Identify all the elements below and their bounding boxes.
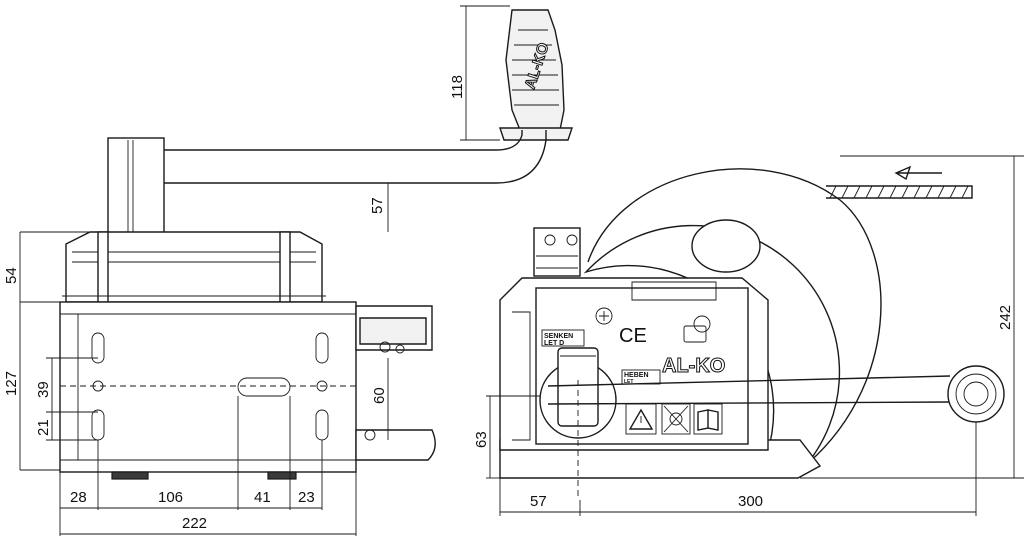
dim-127: 127 xyxy=(3,371,20,396)
dim-60: 60 xyxy=(371,387,388,404)
dim-63: 63 xyxy=(473,431,490,448)
crank-shaft xyxy=(107,137,165,235)
dim-118: 118 xyxy=(449,75,466,99)
winch-body xyxy=(59,301,357,480)
no-hand-icon xyxy=(661,403,691,435)
dim-300: 300 xyxy=(738,493,763,510)
cable-guide xyxy=(355,305,436,461)
right-dimension-lines: 242 63 57 300 xyxy=(473,155,1024,516)
dim-39: 39 xyxy=(35,381,52,398)
dim-21: 21 xyxy=(35,419,52,436)
dim-28: 28 xyxy=(70,489,87,506)
manual-book-icon xyxy=(693,403,723,435)
winch-front-view: CE AL-KO SENKEN LET D HEBEN LET xyxy=(499,165,1005,500)
label-let-small: LET xyxy=(624,379,633,385)
crank-handle-grip: AL-KO xyxy=(499,9,573,141)
dim-242: 242 xyxy=(997,305,1014,330)
dim-222: 222 xyxy=(182,515,207,532)
gear-housing xyxy=(62,231,326,303)
crank-arm xyxy=(163,130,547,184)
left-dimension-lines: 118 57 54 127 39 21 60 28 xyxy=(3,5,510,536)
dim-23: 23 xyxy=(298,489,315,506)
dim-41: 41 xyxy=(254,489,271,506)
dim-106: 106 xyxy=(158,489,183,506)
winch-side-view: AL-KO xyxy=(59,9,573,480)
drum-hole xyxy=(691,219,761,273)
brand-logo: AL-KO xyxy=(662,355,725,377)
dim-57-crank: 57 xyxy=(369,197,386,214)
label-let-d: LET D xyxy=(544,340,564,347)
pull-direction-arrow xyxy=(894,165,942,181)
lock-icon xyxy=(683,315,711,343)
label-heben: HEBEN xyxy=(624,372,649,379)
ce-mark: CE xyxy=(619,325,647,347)
label-senken: SENKEN xyxy=(544,333,573,340)
dim-54: 54 xyxy=(3,267,20,284)
dim-57-right: 57 xyxy=(530,493,547,510)
